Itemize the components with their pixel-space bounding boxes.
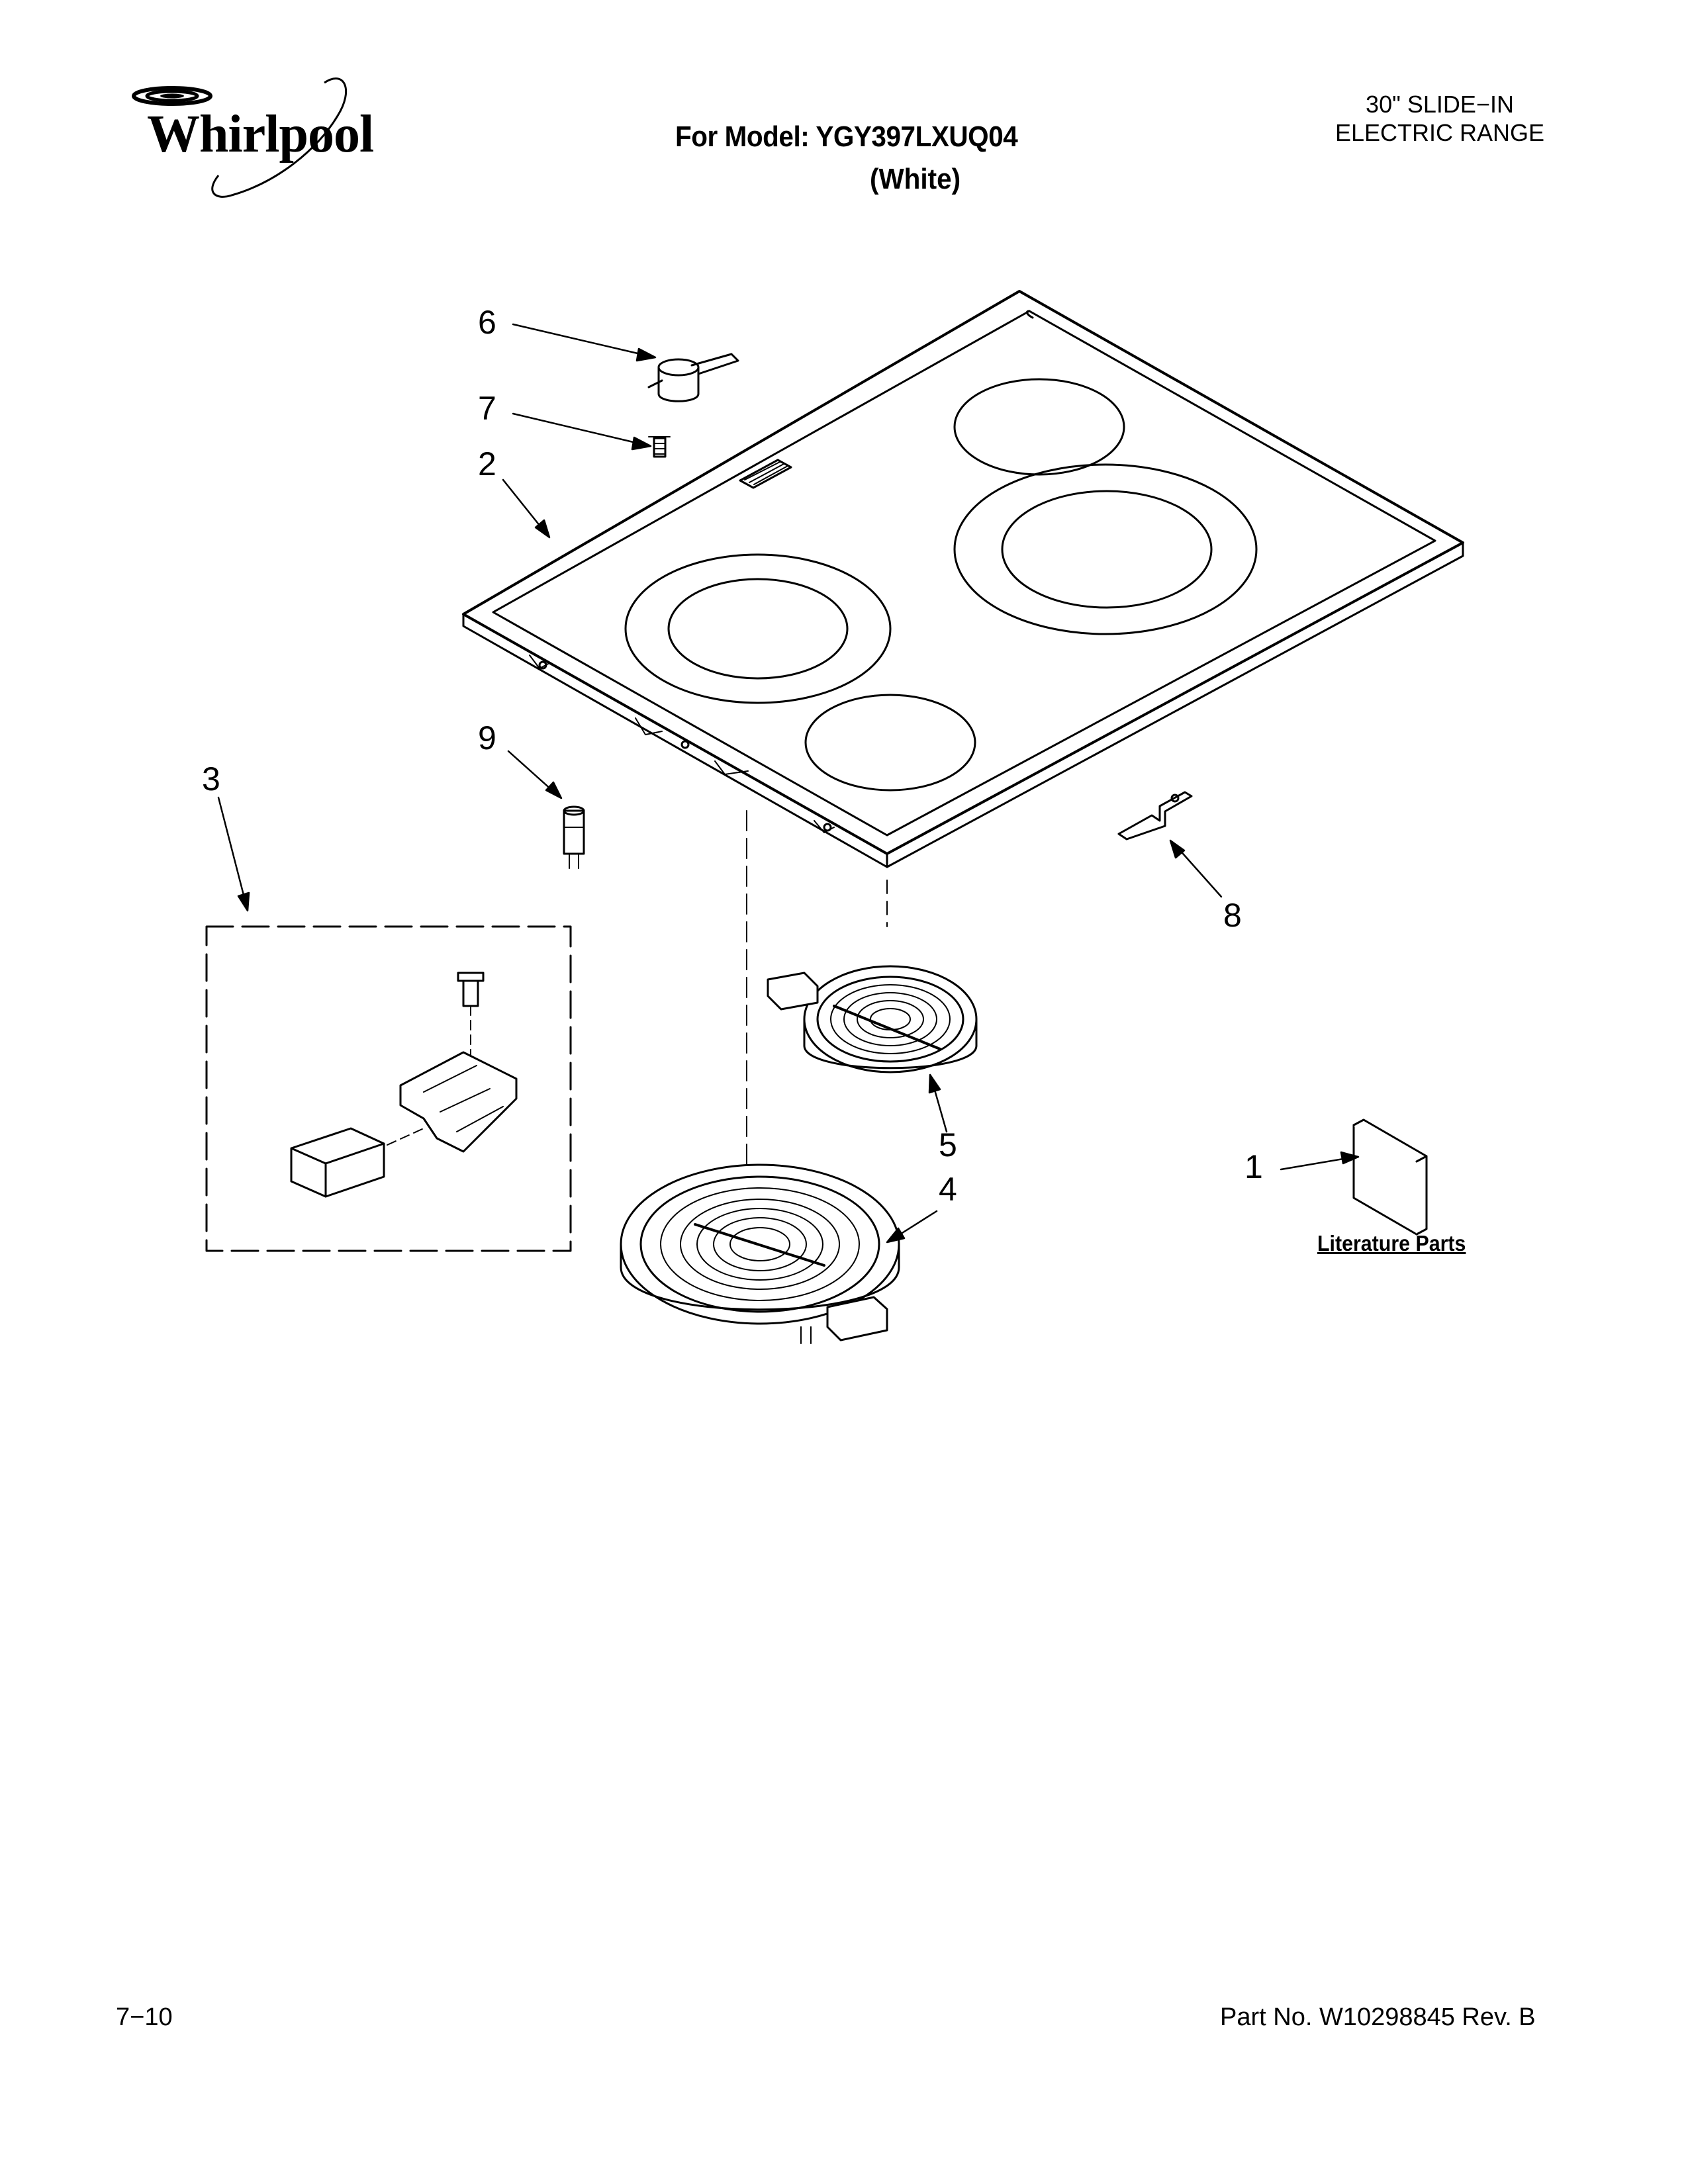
mounting-clip-part bbox=[1117, 791, 1193, 841]
callout-1: 1 bbox=[1244, 1148, 1263, 1185]
burner-outline-front-left bbox=[804, 694, 976, 792]
vent-grille bbox=[739, 459, 792, 489]
whirlpool-logo bbox=[132, 77, 348, 198]
literature-booklet-part bbox=[1352, 1118, 1428, 1236]
model-color: (White) bbox=[870, 163, 961, 195]
callout-2: 2 bbox=[478, 445, 496, 482]
burner-outline-back-right bbox=[953, 378, 1125, 476]
literature-parts-label: Literature Parts bbox=[1317, 1231, 1466, 1255]
burner-outline-front-right bbox=[953, 463, 1258, 635]
limit-switch-part bbox=[647, 353, 739, 402]
callout-6: 6 bbox=[478, 304, 496, 341]
callout-leaders bbox=[217, 323, 1360, 1244]
brand-wordmark: Whirlpool bbox=[147, 105, 374, 163]
cooktop-glass-part bbox=[462, 290, 1464, 868]
small-surface-element-part bbox=[767, 965, 978, 1073]
part-number: Part No. W10298845 Rev. B bbox=[1220, 2003, 1536, 2031]
indicator-lamp-part bbox=[563, 805, 585, 869]
model-title: For Model: YGY397LXUQ04 bbox=[675, 120, 1018, 153]
page-number: 7−10 bbox=[116, 2003, 173, 2031]
burner-outline-back-left bbox=[624, 553, 892, 704]
callout-4: 4 bbox=[939, 1171, 957, 1208]
product-type-line2: ELECTRIC RANGE bbox=[1335, 119, 1545, 146]
callout-3: 3 bbox=[202, 760, 220, 797]
screw-part bbox=[648, 436, 671, 458]
terminal-kit-group bbox=[205, 925, 572, 1252]
callout-5: 5 bbox=[939, 1126, 957, 1163]
product-type-line1: 30" SLIDE−IN bbox=[1366, 91, 1514, 118]
callout-8: 8 bbox=[1223, 897, 1242, 934]
large-surface-element-part bbox=[620, 1163, 900, 1344]
callout-9: 9 bbox=[478, 719, 496, 756]
callout-7: 7 bbox=[478, 390, 496, 427]
